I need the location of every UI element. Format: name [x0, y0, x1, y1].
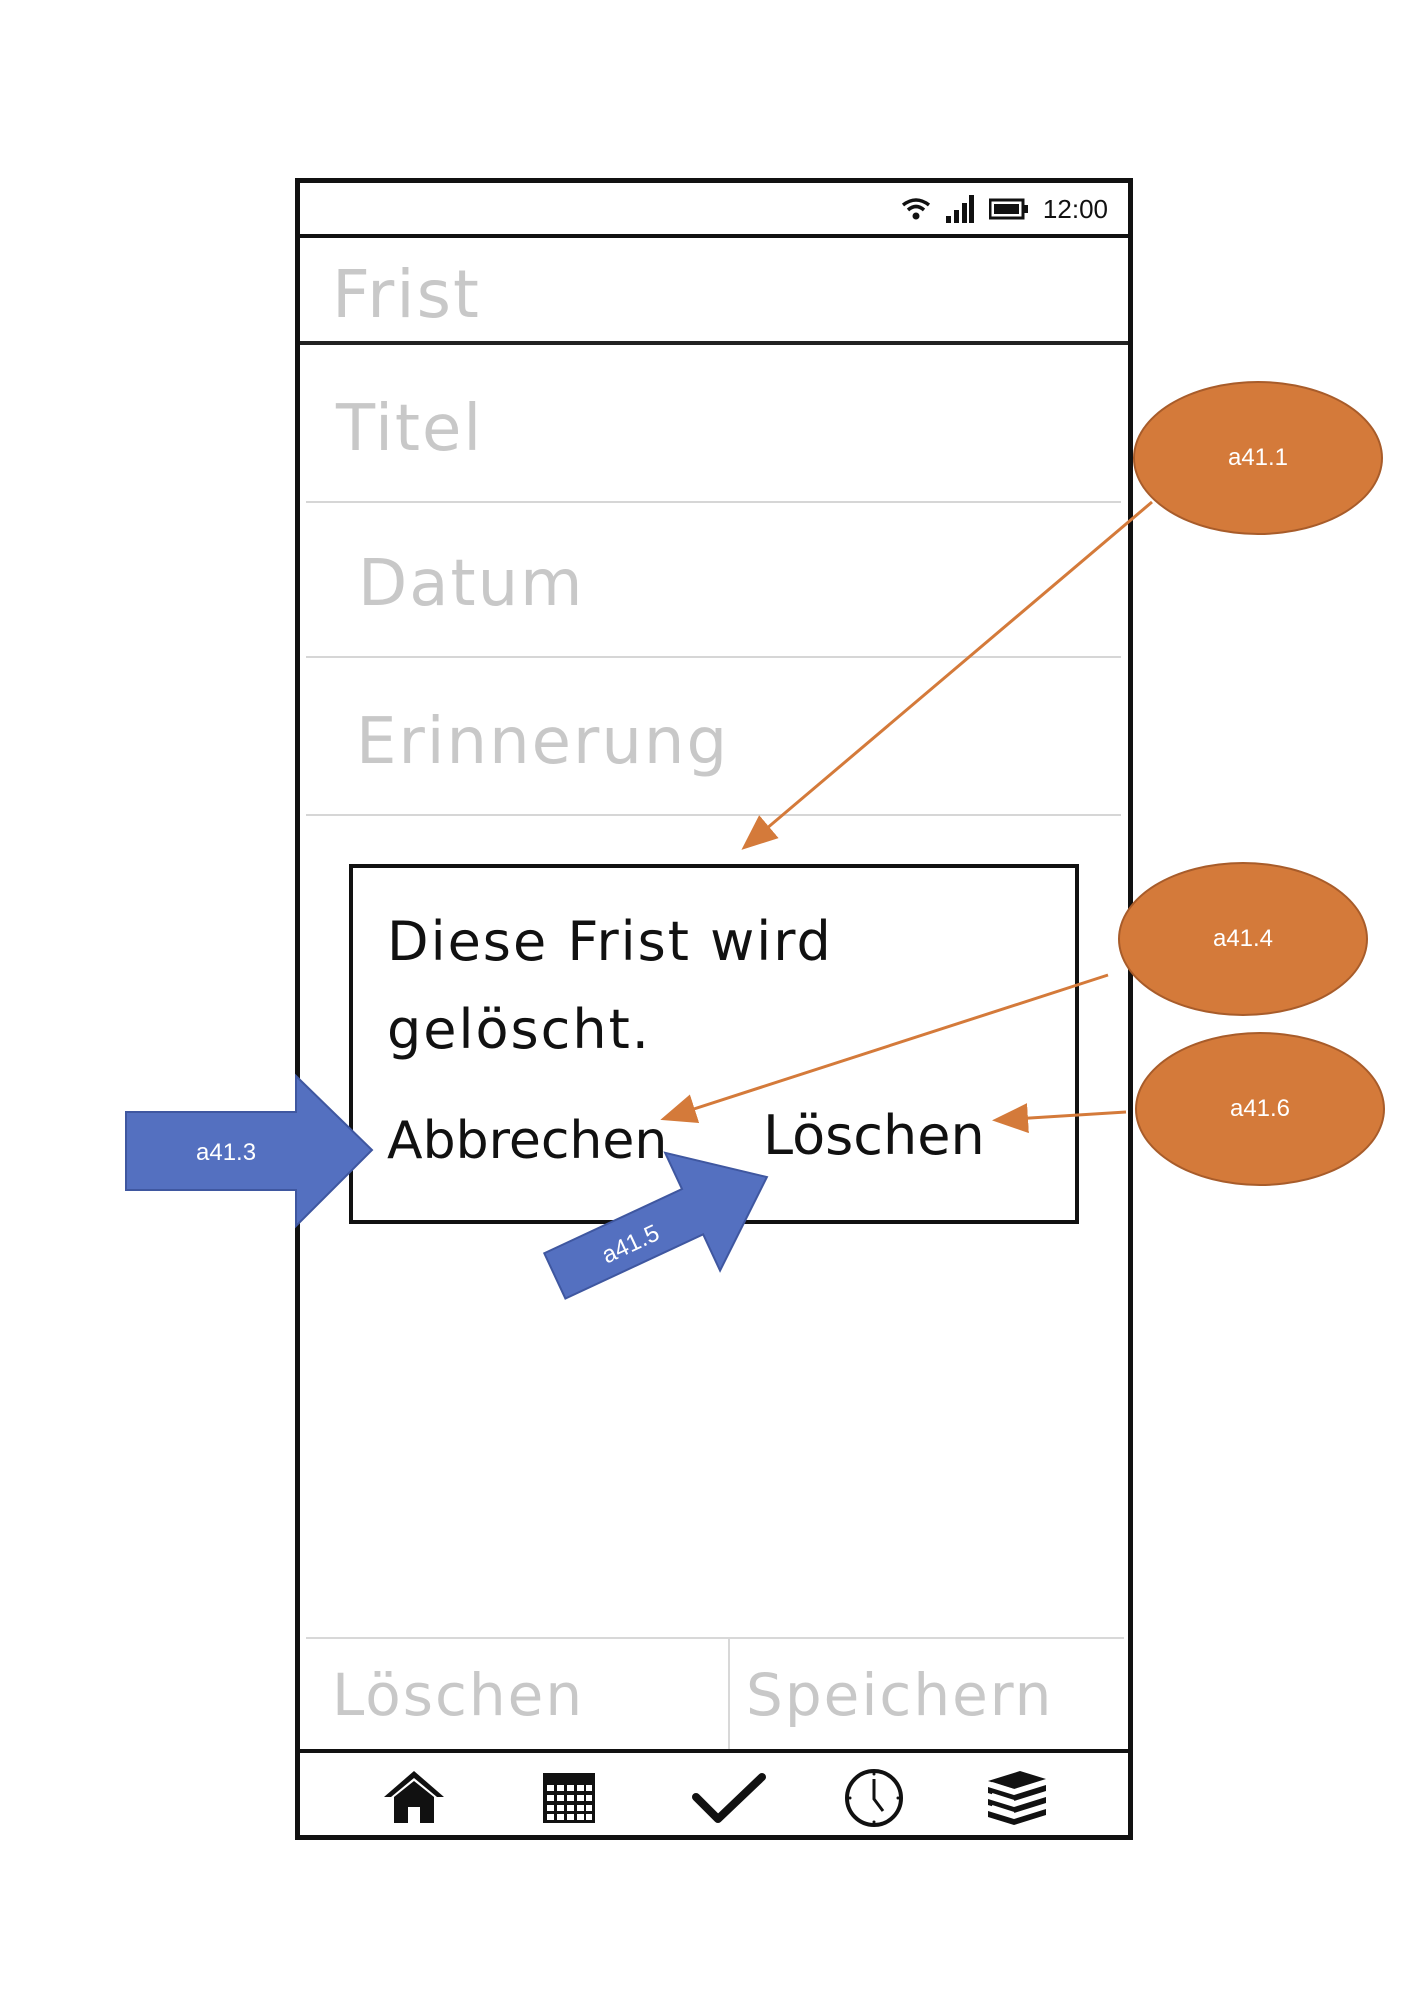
dialog-message: Diese Frist wird gelöscht. [387, 910, 833, 1061]
books-icon [988, 1771, 1046, 1825]
delete-confirm-dialog: Diese Frist wird gelöscht. Abbrechen Lös… [349, 864, 1079, 1224]
date-field[interactable]: Datum [306, 503, 1121, 658]
calendar-icon [543, 1773, 595, 1823]
annotation-label-a41-1: a41.1 [1227, 444, 1289, 471]
cancel-button[interactable]: Abbrechen [387, 1111, 668, 1171]
nav-tasks[interactable] [692, 1767, 766, 1827]
nav-calendar[interactable] [535, 1767, 603, 1827]
clock-icon [845, 1769, 903, 1827]
home-icon [384, 1771, 444, 1823]
delete-button[interactable]: Löschen [332, 1661, 585, 1729]
battery-icon [988, 198, 1028, 220]
signal-icon [945, 195, 974, 223]
page-title: Frist [332, 256, 481, 333]
title-field[interactable]: Titel [306, 348, 1121, 503]
bottom-nav [300, 1749, 1128, 1836]
annotation-bubble-a41-6: a41.6 [1135, 1032, 1385, 1186]
nav-clock[interactable] [840, 1767, 908, 1827]
save-button[interactable]: Speichern [746, 1661, 1054, 1729]
action-divider [728, 1639, 730, 1751]
nav-home[interactable] [380, 1767, 448, 1827]
wifi-icon [901, 198, 930, 220]
status-icons: 12:00 [901, 191, 1108, 227]
check-icon [692, 1773, 766, 1823]
reminder-field[interactable]: Erinnerung [306, 661, 1121, 816]
nav-library[interactable] [983, 1767, 1051, 1827]
status-bar: 12:00 [300, 183, 1128, 238]
action-bar: Löschen Speichern [306, 1637, 1124, 1752]
annotation-bubble-a41-4: a41.4 [1118, 862, 1368, 1016]
date-field-placeholder: Datum [358, 547, 585, 621]
annotation-label-a41-4: a41.4 [1212, 925, 1274, 952]
annotation-label-a41-6: a41.6 [1229, 1095, 1291, 1122]
annotation-label-a41-3: a41.3 [196, 1139, 256, 1166]
app-header: Frist [300, 238, 1128, 345]
reminder-field-placeholder: Erinnerung [356, 705, 730, 779]
annotation-bubble-a41-1: a41.1 [1133, 381, 1383, 535]
status-time: 12:00 [1042, 193, 1108, 224]
title-field-placeholder: Titel [336, 392, 484, 466]
confirm-delete-button[interactable]: Löschen [763, 1104, 985, 1167]
